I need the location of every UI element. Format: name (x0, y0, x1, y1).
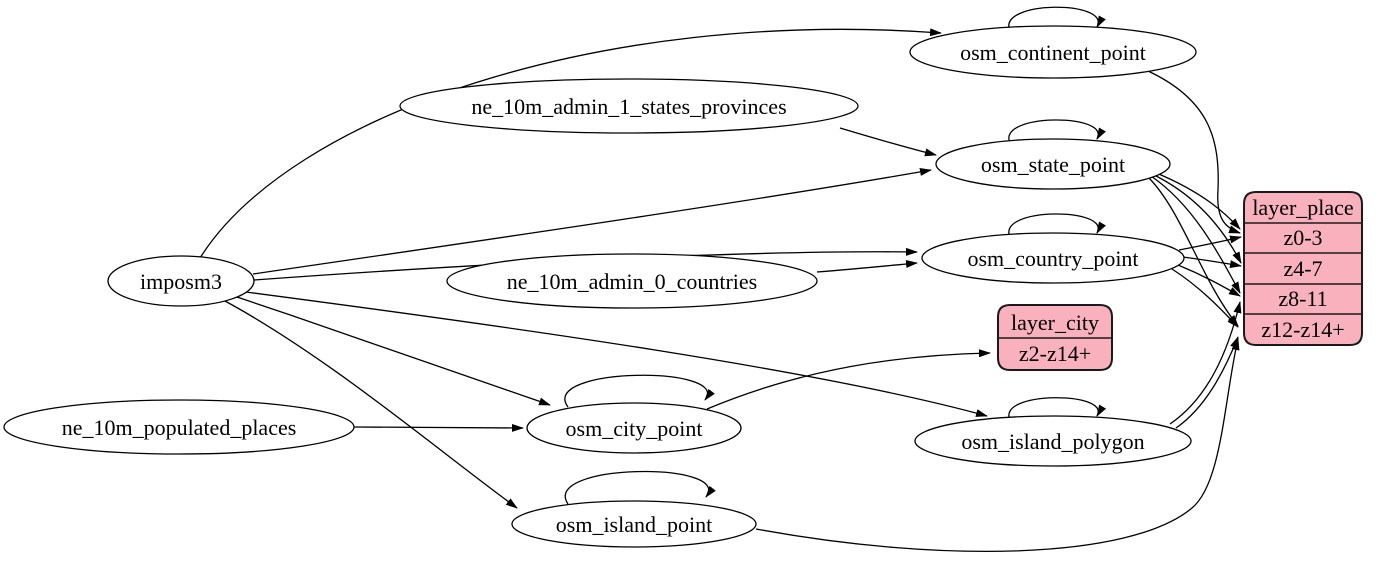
node-ne_10m_admin_0_countries-label: ne_10m_admin_0_countries (507, 269, 758, 294)
node-osm_island_polygon: osm_island_polygon (914, 415, 1192, 467)
edge-osm_continent_point-to-layer_place-z0-3 (1147, 70, 1241, 234)
node-ne_10m_admin_0_countries-shape (446, 253, 818, 309)
record-layer_city-row-z2-z14: z2-z14+ (1019, 341, 1091, 366)
node-ne_10m_populated_places-label: ne_10m_populated_places (62, 415, 297, 440)
edge-osm_country_point-to-layer_place-z0-3 (1178, 235, 1242, 251)
record-layer_place-row-z4-7: z4-7 (1283, 256, 1322, 281)
selfloop-osm_island_polygon (1008, 397, 1107, 421)
node-osm_state_point: osm_state_point (935, 138, 1171, 190)
node-osm_country_point-label: osm_country_point (967, 246, 1138, 271)
node-ne_10m_admin_1_states_provinces-label: ne_10m_admin_1_states_provinces (471, 94, 786, 119)
selfloop-osm_continent_point (1008, 6, 1106, 32)
node-osm_continent_point-shape (909, 25, 1197, 79)
edge-imposm3-to-osm_city_point (236, 296, 551, 406)
node-osm_city_point-shape (526, 402, 742, 454)
record-layer_city: layer_city z2-z14+ (997, 304, 1113, 371)
node-imposm3: imposm3 (107, 255, 255, 307)
record-layer_place-title: layer_place (1252, 195, 1353, 220)
edge-imposm3-to-osm_island_polygon (245, 291, 988, 417)
edge-ne_10m_populated_places-to-osm_city_point (353, 423, 524, 432)
edge-osm_state_point-to-layer_place-z4-7 (1151, 173, 1242, 264)
edge-osm_city_point-to-layer_city-z2-z14 (706, 349, 991, 410)
selfloop-osm_country_point (1008, 213, 1106, 238)
node-osm_island_point: osm_island_point (511, 500, 757, 548)
node-osm_continent_point: osm_continent_point (909, 25, 1197, 79)
record-layer_city-title: layer_city (1011, 310, 1099, 335)
edge-osm_country_point-to-layer_place-z4-7 (1182, 256, 1242, 269)
node-osm_state_point-shape (935, 138, 1171, 190)
node-osm_island_point-shape (511, 500, 757, 548)
node-ne_10m_admin_1_states_provinces-shape (399, 78, 859, 134)
selfloop-osm_state_point (1008, 119, 1106, 144)
edge-osm_state_point-to-layer_place-z0-3 (1153, 171, 1241, 230)
node-osm_continent_point-label: osm_continent_point (960, 40, 1146, 65)
selfloop-osm_city_point (564, 374, 715, 408)
selfloop-osm_island_point (564, 470, 716, 505)
edge-imposm3-to-osm_continent_point (199, 28, 942, 259)
node-osm_city_point-label: osm_city_point (566, 416, 703, 441)
node-osm_island_polygon-label: osm_island_polygon (961, 429, 1144, 454)
edge-osm_country_point-to-layer_place-z12-z14 (1171, 268, 1239, 328)
edge-osm_state_point-to-layer_place-z8-11 (1150, 175, 1241, 294)
node-imposm3-shape (107, 255, 255, 307)
node-ne_10m_populated_places: ne_10m_populated_places (3, 399, 355, 455)
node-osm_country_point-shape (921, 232, 1185, 284)
edge-osm_island_polygon-to-layer_place-z12-z14 (1175, 336, 1239, 429)
record-layer_place-row-z0-3: z0-3 (1283, 225, 1322, 250)
edge-osm_island_polygon-to-layer_place-z8-11 (1169, 301, 1242, 425)
edge-osm_country_point-to-layer_place-z8-11 (1177, 264, 1241, 297)
edge-imposm3-to-osm_state_point (252, 167, 932, 275)
edge-imposm3-to-osm_island_point (224, 300, 518, 509)
node-osm_island_polygon-shape (914, 415, 1192, 467)
node-ne_10m_admin_1_states_provinces: ne_10m_admin_1_states_provinces (399, 78, 859, 134)
record-layer_place-row-z12-z14: z12-z14+ (1261, 317, 1344, 342)
record-layer_place: layer_place z0-3 z4-7 z8-11 z12-z14+ (1243, 191, 1363, 346)
node-osm_country_point: osm_country_point (921, 232, 1185, 284)
node-osm_island_point-label: osm_island_point (556, 512, 712, 537)
node-ne_10m_admin_0_countries: ne_10m_admin_0_countries (446, 253, 818, 309)
node-ne_10m_populated_places-shape (3, 399, 355, 455)
node-osm_state_point-label: osm_state_point (981, 152, 1125, 177)
record-layer_place-row-z8-11: z8-11 (1278, 286, 1327, 311)
edge-osm_island_point-to-layer_place-z12-z14 (755, 338, 1240, 552)
node-osm_city_point: osm_city_point (526, 402, 742, 454)
edge-ne_10m_admin_0_countries-to-osm_country_point (816, 260, 918, 273)
record-layer_place-box (1243, 191, 1363, 346)
edge-ne_10m_admin_1_states_provinces-to-osm_state_point (839, 127, 937, 157)
node-imposm3-label: imposm3 (140, 269, 222, 294)
